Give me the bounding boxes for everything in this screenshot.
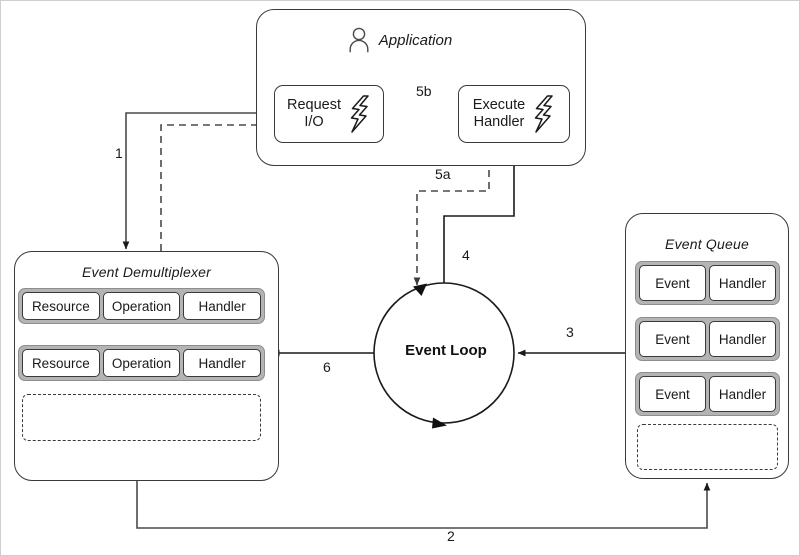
lightning-bolt-icon [534,95,553,133]
demux-cell-resource: Resource [22,349,100,377]
event-queue-title: Event Queue [665,236,749,252]
person-icon [349,27,369,53]
queue-cell-event: Event [639,321,706,357]
edge-label-6: 6 [323,359,331,375]
demux-cell-resource: Resource [22,292,100,320]
event-loop-arrowhead-top [413,283,427,296]
queue-cell-handler: Handler [709,321,776,357]
queue-cell-handler: Handler [709,265,776,301]
edge-label-4: 4 [462,247,470,263]
demux-empty-slot [22,394,261,441]
edge-label-1: 1 [115,145,123,161]
execute-handler-label: Execute Handler [472,97,526,130]
queue-cell-event: Event [639,265,706,301]
edge-4-path [443,147,518,283]
request-io-box[interactable]: Request I/O [274,85,384,143]
execute-handler-box[interactable]: Execute Handler [458,85,570,143]
queue-row[interactable]: Event Handler [635,372,780,416]
queue-row[interactable]: Event Handler [635,317,780,361]
edge-label-2: 2 [447,528,455,544]
edge-2-path [136,466,711,529]
demux-row[interactable]: Resource Operation Handler [18,288,265,324]
application-header: Application [1,27,799,53]
demux-cell-handler: Handler [183,349,262,377]
demux-row[interactable]: Resource Operation Handler [18,345,265,381]
queue-cell-handler: Handler [709,376,776,412]
edge-1-return-path [160,121,272,251]
event-loop-label: Event Loop [405,342,487,359]
demux-cell-handler: Handler [183,292,262,320]
edge-1-path [122,112,274,250]
request-io-label: Request I/O [286,97,341,130]
edge-label-3: 3 [566,324,574,340]
queue-empty-slot [637,424,778,470]
queue-cell-event: Event [639,376,706,412]
queue-row[interactable]: Event Handler [635,261,780,305]
lightning-bolt-icon [350,95,369,133]
demux-cell-operation: Operation [102,292,181,320]
event-loop-arrowhead-bottom [432,417,447,429]
edge-label-5b: 5b [416,83,432,99]
event-demultiplexer-title: Event Demultiplexer [81,264,212,280]
demux-cell-operation: Operation [102,349,181,377]
application-title: Application [378,31,453,49]
edge-label-5a: 5a [435,166,451,182]
